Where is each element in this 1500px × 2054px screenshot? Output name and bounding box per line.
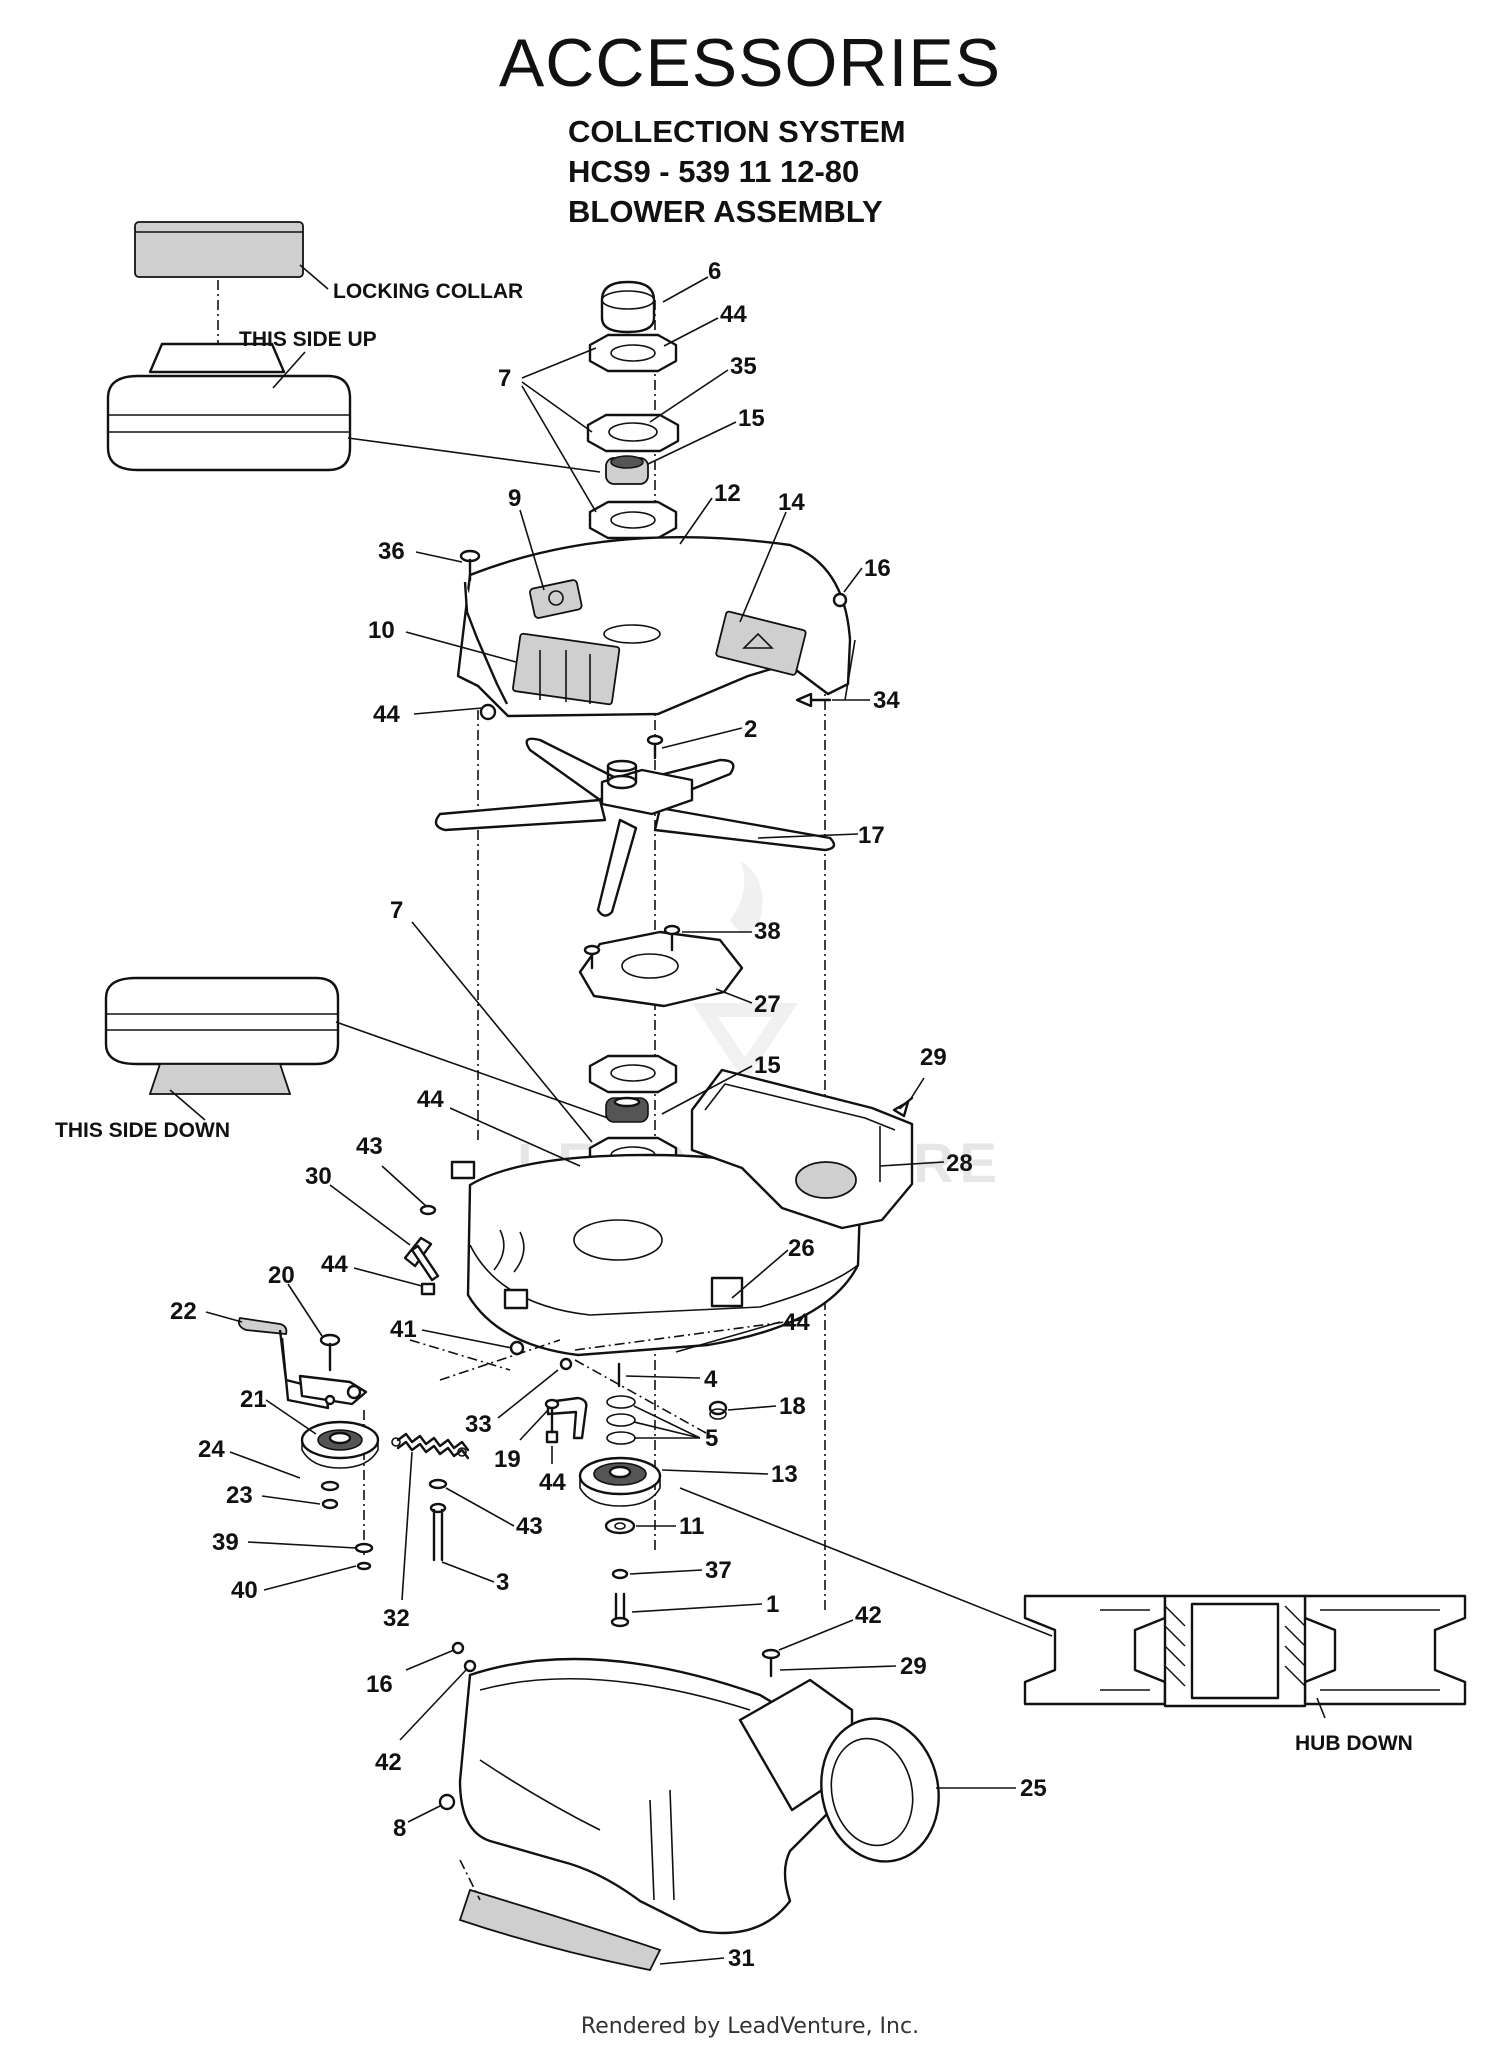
callout-38: 38 bbox=[754, 918, 781, 945]
callout-10: 10 bbox=[368, 617, 395, 644]
page-title: ACCESSORIES bbox=[498, 25, 1002, 101]
callout-44-top: 44 bbox=[720, 301, 747, 328]
callout-7-mid: 7 bbox=[390, 897, 403, 924]
part-27-plate bbox=[578, 924, 744, 1008]
this-side-up-note: THIS SIDE UP bbox=[239, 328, 377, 351]
callout-44-lever: 44 bbox=[321, 1251, 348, 1278]
subtitle-part-number: HCS9 - 539 11 12-80 bbox=[568, 154, 860, 189]
callout-3: 3 bbox=[496, 1569, 509, 1596]
callout-32: 32 bbox=[383, 1605, 410, 1632]
callout-44-right: 44 bbox=[783, 1309, 810, 1336]
hub-down-note: HUB DOWN bbox=[1295, 1732, 1413, 1755]
callout-43-bottom: 43 bbox=[516, 1513, 543, 1540]
callout-22: 22 bbox=[170, 1298, 197, 1325]
callout-5: 5 bbox=[705, 1425, 718, 1452]
callout-29-right: 29 bbox=[920, 1044, 947, 1071]
callout-24: 24 bbox=[198, 1436, 225, 1463]
part-12-top-plate bbox=[456, 535, 856, 721]
callout-30: 30 bbox=[305, 1163, 332, 1190]
callout-4: 4 bbox=[704, 1366, 718, 1393]
nut-37 bbox=[611, 1568, 629, 1580]
part-13-drive-pulley bbox=[578, 1456, 662, 1507]
bolt-42-29-right bbox=[761, 1648, 781, 1678]
callout-44-mid: 44 bbox=[417, 1086, 444, 1113]
callout-33: 33 bbox=[465, 1411, 492, 1438]
watermark-logo bbox=[691, 860, 799, 1083]
callout-36: 36 bbox=[378, 538, 405, 565]
callout-8: 8 bbox=[393, 1815, 406, 1842]
callout-21: 21 bbox=[240, 1386, 267, 1413]
subtitle-blower-assembly: BLOWER ASSEMBLY bbox=[568, 194, 883, 229]
clip-18 bbox=[708, 1400, 728, 1420]
callout-12: 12 bbox=[714, 480, 741, 507]
callout-19: 19 bbox=[494, 1446, 521, 1473]
callout-2: 2 bbox=[744, 716, 757, 743]
callout-23: 23 bbox=[226, 1482, 253, 1509]
bolt-1 bbox=[610, 1592, 630, 1628]
rings-5 bbox=[606, 1395, 636, 1445]
washer-11 bbox=[604, 1517, 636, 1535]
callout-6: 6 bbox=[708, 258, 721, 285]
bearing-flange-stack bbox=[586, 333, 680, 540]
this-side-down-note: THIS SIDE DOWN bbox=[55, 1119, 230, 1142]
part-32-spring bbox=[391, 1432, 470, 1460]
callout-7-top: 7 bbox=[498, 365, 511, 392]
callout-16-top: 16 bbox=[864, 555, 891, 582]
callout-41: 41 bbox=[390, 1316, 417, 1343]
subtitle-collection-system: COLLECTION SYSTEM bbox=[568, 114, 906, 149]
part-17-fan bbox=[434, 734, 836, 917]
part-19-bracket bbox=[509, 1340, 588, 1444]
callout-25: 25 bbox=[1020, 1775, 1047, 1802]
callout-44-left: 44 bbox=[373, 701, 400, 728]
callout-43-top: 43 bbox=[356, 1133, 383, 1160]
callout-26: 26 bbox=[788, 1235, 815, 1262]
callout-13: 13 bbox=[771, 1461, 798, 1488]
callout-29-bottom: 29 bbox=[900, 1653, 927, 1680]
washers-23-24 bbox=[320, 1480, 340, 1510]
callout-18: 18 bbox=[779, 1393, 806, 1420]
part-31-cover bbox=[458, 1859, 662, 1972]
part-25-discharge-chute bbox=[458, 1657, 940, 1935]
locking-collar-note: LOCKING COLLAR bbox=[333, 280, 523, 303]
callout-42-left: 42 bbox=[375, 1749, 402, 1776]
callout-40: 40 bbox=[231, 1577, 258, 1604]
callout-44-bottom: 44 bbox=[539, 1469, 566, 1496]
callout-35: 35 bbox=[730, 353, 757, 380]
part-28-duct bbox=[690, 1068, 914, 1230]
locking-collar-inset bbox=[106, 221, 352, 472]
part-30-link bbox=[403, 1204, 440, 1296]
callout-34: 34 bbox=[873, 687, 900, 714]
callout-20: 20 bbox=[268, 1262, 295, 1289]
hub-down-section-inset bbox=[1023, 1594, 1467, 1708]
bolt-36 bbox=[459, 549, 481, 582]
callout-28: 28 bbox=[946, 1150, 973, 1177]
callout-9: 9 bbox=[508, 485, 521, 512]
part-6-cap bbox=[600, 280, 656, 334]
callout-31: 31 bbox=[728, 1945, 755, 1972]
callout-15-mid: 15 bbox=[754, 1052, 781, 1079]
callout-15-top: 15 bbox=[738, 405, 765, 432]
footer-credit: Rendered by LeadVenture, Inc. bbox=[580, 2014, 920, 2039]
callout-37: 37 bbox=[705, 1557, 732, 1584]
callout-14: 14 bbox=[778, 489, 805, 516]
callout-17: 17 bbox=[858, 822, 885, 849]
this-side-down-inset bbox=[104, 976, 340, 1095]
bolt-20 bbox=[319, 1333, 341, 1372]
callout-1: 1 bbox=[766, 1591, 779, 1618]
screw-34 bbox=[795, 692, 832, 708]
callout-42-right: 42 bbox=[855, 1602, 882, 1629]
washer-16-42-left bbox=[451, 1641, 477, 1673]
callout-39: 39 bbox=[212, 1529, 239, 1556]
callout-16-bottom: 16 bbox=[366, 1671, 393, 1698]
callout-27: 27 bbox=[754, 991, 781, 1018]
callout-11: 11 bbox=[679, 1513, 704, 1540]
part-21-idler-pulley bbox=[300, 1420, 380, 1469]
part-22-handle bbox=[237, 1317, 368, 1410]
bolt-3 bbox=[428, 1478, 448, 1562]
nut-8 bbox=[438, 1793, 456, 1811]
washers-39-40 bbox=[354, 1542, 374, 1571]
